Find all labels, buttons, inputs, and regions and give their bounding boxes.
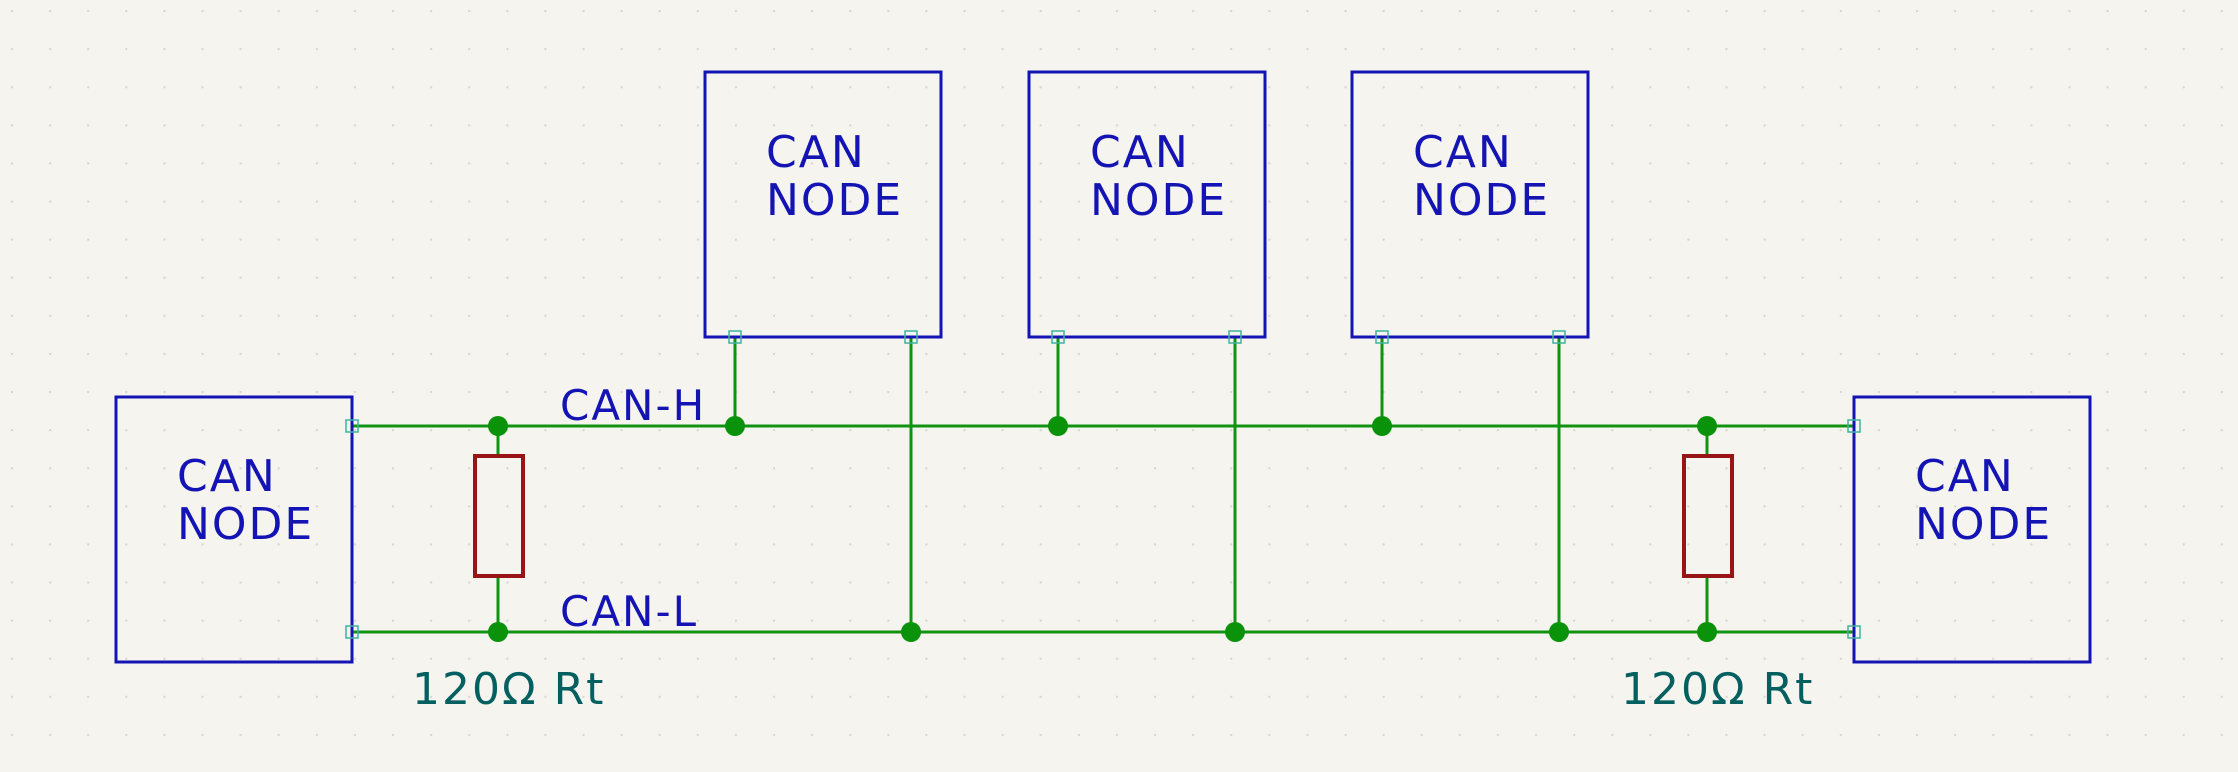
can-node-right-box [1852, 395, 2092, 664]
junction-dot [1372, 416, 1392, 436]
can-h-net-label: CAN-H [560, 381, 706, 430]
can-node-top-1-box [703, 70, 943, 339]
can-node-top-3-box [1350, 70, 1590, 339]
junction-dot [1549, 622, 1569, 642]
left-termination-resistor [473, 454, 525, 578]
pin-marker [1847, 419, 1861, 433]
pin-marker [1375, 330, 1389, 344]
pin-marker [1847, 625, 1861, 639]
can-node-top-2-box [1027, 70, 1267, 339]
can-node-top-1-line1: CAN [766, 127, 866, 178]
pin-marker [904, 330, 918, 344]
junction-dot [488, 622, 508, 642]
can-node-left-box [114, 395, 354, 664]
junction-dot [1697, 622, 1717, 642]
junctions [488, 416, 1717, 642]
can-node-top-2-line1: CAN [1090, 127, 1190, 178]
can-node-top-2-line2: NODE [1090, 175, 1227, 226]
junction-dot [1697, 416, 1717, 436]
pin-marker [345, 625, 359, 639]
pin-marker [1552, 330, 1566, 344]
can-node-right-line1: CAN [1915, 451, 2015, 502]
junction-dot [725, 416, 745, 436]
can-node-top-1-line2: NODE [766, 175, 903, 226]
can-node-top-3-line2: NODE [1413, 175, 1550, 226]
junction-dot [488, 416, 508, 436]
pin-marker [345, 419, 359, 433]
right-termination-resistor [1682, 454, 1734, 578]
pin-marker [1228, 330, 1242, 344]
junction-dot [901, 622, 921, 642]
pin-markers [345, 330, 1861, 639]
can-node-left-line2: NODE [177, 499, 314, 550]
can-node-top-3-line1: CAN [1413, 127, 1513, 178]
can-node-left-line1: CAN [177, 451, 277, 502]
pin-marker [1051, 330, 1065, 344]
can-node-right-line2: NODE [1915, 499, 2052, 550]
can-nodes [114, 70, 2092, 664]
right-resistor-value: 120Ω Rt [1621, 664, 1814, 715]
can-l-net-label: CAN-L [560, 587, 698, 636]
junction-dot [1225, 622, 1245, 642]
left-resistor-value: 120Ω Rt [412, 664, 605, 715]
termination-resistors [473, 454, 1734, 578]
junction-dot [1048, 416, 1068, 436]
pin-marker [728, 330, 742, 344]
